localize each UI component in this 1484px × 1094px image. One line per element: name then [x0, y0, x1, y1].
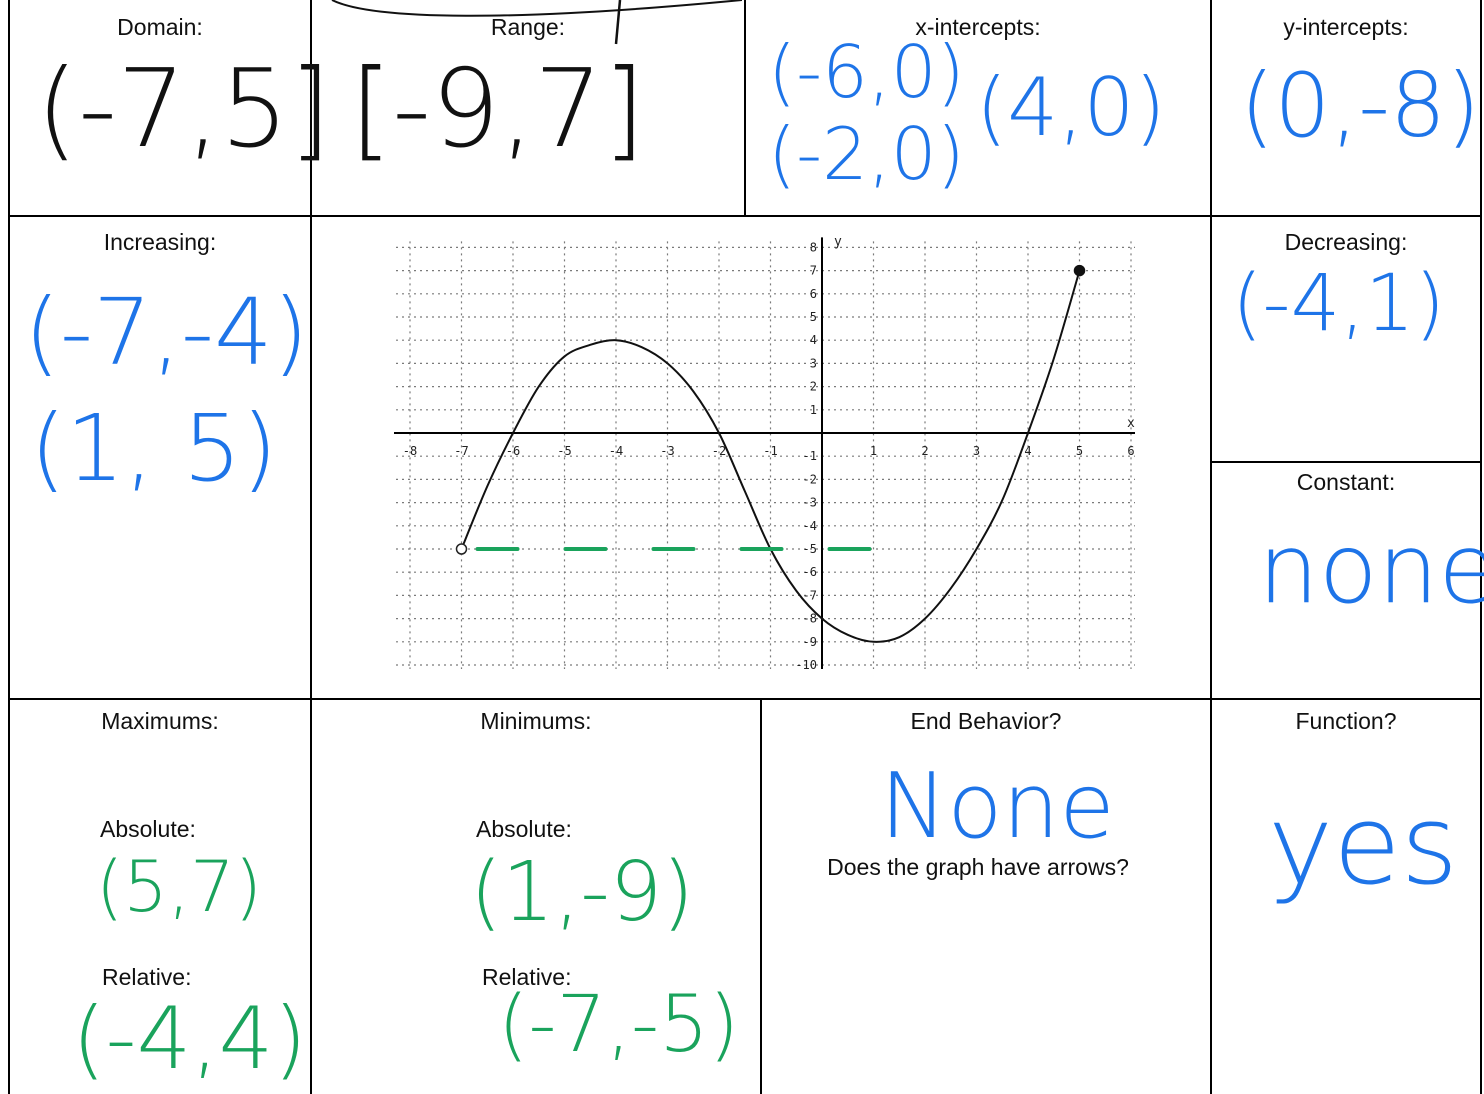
y-intercepts-cell: y-intercepts: (0,-8) [1212, 0, 1480, 215]
table-row-line-1 [8, 215, 1482, 217]
table-border-left [8, 0, 10, 1094]
maximums-cell: Maximums: Absolute: (5,7) Relative: (-4,… [10, 700, 310, 1094]
table-col-line-b [744, 0, 746, 216]
y-tick-label: -1 [803, 449, 817, 463]
domain-cell: Domain: (-7,5] [10, 0, 331, 215]
x-tick-label: 6 [1127, 444, 1134, 458]
y-axis-label: y [834, 234, 842, 249]
y-tick-label: -9 [803, 635, 817, 649]
x-intercepts-cell: x-intercepts: (-6,0) (-2,0) (4,0) [746, 0, 1210, 215]
table-col-line-d [1210, 0, 1212, 1094]
max-relative-label: Relative: [102, 964, 192, 990]
x-tick-label: -3 [660, 444, 674, 458]
table-line-constant [1210, 461, 1482, 463]
domain-answer: (-7,5] [36, 47, 331, 172]
increasing-label: Increasing: [103, 229, 217, 255]
y-tick-label: 4 [810, 333, 817, 347]
y-tick-label: -7 [803, 588, 817, 602]
function-graph: -8 -7 -6 -5 -4 -3 -2 -1 1 2 3 4 5 6 8 7 6 5 4 3 2 1 -1 -2 -3 -4 -5… [394, 234, 1135, 672]
maximums-label: Maximums: [101, 708, 219, 734]
decreasing-cell: Decreasing: (-4,1) [1212, 217, 1480, 461]
x-tick-label: 3 [973, 444, 980, 458]
minimums-label: Minimums: [480, 708, 592, 734]
table-row-line-2 [8, 698, 1482, 700]
end-behavior-cell: End Behavior? None Does the graph have a… [762, 700, 1210, 1094]
min-relative-answer: (-7,-5) [498, 980, 740, 1070]
x-intercept-2: (-2,0) [768, 112, 965, 196]
y-tick-label: -10 [795, 658, 817, 672]
x-tick-label: 1 [870, 444, 877, 458]
decreasing-label: Decreasing: [1284, 229, 1408, 255]
constant-label: Constant: [1296, 469, 1396, 495]
range-answer: [-9,7] [350, 47, 645, 172]
y-tick-label: 6 [810, 287, 817, 301]
domain-label: Domain: [117, 14, 203, 40]
y-tick-label: -2 [803, 472, 817, 486]
x-intercepts-label: x-intercepts: [915, 14, 1041, 40]
x-tick-label: 4 [1024, 444, 1031, 458]
x-tick-label: -6 [506, 444, 520, 458]
y-tick-label: -5 [803, 542, 817, 556]
y-tick-label: 3 [810, 356, 817, 370]
y-intercepts-label: y-intercepts: [1283, 14, 1409, 40]
y-tick-label: -3 [803, 496, 817, 510]
y-tick-label: 8 [810, 240, 817, 254]
decreasing-answer: (-4,1) [1232, 259, 1446, 349]
y-tick-label: -8 [803, 612, 817, 626]
x-tick-label: 2 [921, 444, 928, 458]
min-absolute-label: Absolute: [476, 816, 572, 842]
x-tick-label: -2 [712, 444, 726, 458]
y-tick-label: 5 [810, 310, 817, 324]
constant-cell: Constant: none [1212, 463, 1484, 698]
y-intercept-answer: (0,-8) [1240, 54, 1481, 157]
function-answer: yes [1268, 781, 1459, 909]
x-tick-label: -4 [609, 444, 623, 458]
table-col-line-a [310, 0, 312, 1094]
increasing-cell: Increasing: (-7,-4) (1, 5) [10, 217, 310, 698]
y-tick-label: 2 [810, 380, 817, 394]
range-cell: Range: [-9,7] [312, 0, 744, 215]
max-relative-answer: (-4,4) [72, 989, 307, 1089]
minimums-cell: Minimums: Absolute: (1,-9) Relative: (-7… [312, 700, 760, 1094]
function-cell: Function? yes [1212, 700, 1480, 1094]
increasing-answer-1: (-7,-4) [24, 279, 309, 386]
max-absolute-label: Absolute: [100, 816, 196, 842]
min-absolute-answer: (1,-9) [470, 845, 694, 940]
y-tick-label: -4 [803, 519, 817, 533]
y-tick-label: 1 [810, 403, 817, 417]
open-endpoint [455, 543, 468, 555]
range-label: Range: [490, 14, 566, 40]
function-curve [460, 270, 1081, 643]
end-behavior-label: End Behavior? [910, 708, 1062, 734]
y-tick-label: 7 [810, 264, 817, 278]
arrows-question: Does the graph have arrows? [827, 854, 1129, 880]
constant-answer: none [1258, 513, 1484, 625]
x-tick-label: -7 [454, 444, 468, 458]
x-tick-label: 5 [1076, 444, 1083, 458]
min-relative-label: Relative: [482, 964, 572, 990]
graph-cell: -8 -7 -6 -5 -4 -3 -2 -1 1 2 3 4 5 6 8 7 6 5 4 3 2 1 -1 -2 -3 -4 -5… [312, 217, 1210, 698]
increasing-answer-2: (1, 5) [30, 395, 278, 502]
x-tick-label: -1 [763, 444, 777, 458]
max-absolute-answer: (5,7) [96, 846, 262, 928]
end-behavior-answer: None [880, 754, 1115, 859]
x-intercept-1: (-6,0) [768, 30, 965, 114]
y-tick-label: -6 [803, 565, 817, 579]
function-label: Function? [1295, 708, 1397, 734]
x-axis-label: x [1127, 416, 1135, 431]
closed-endpoint [1073, 264, 1086, 277]
table-border-right [1480, 0, 1482, 1094]
x-tick-label: -5 [557, 444, 571, 458]
x-intercept-3: (4,0) [976, 61, 1166, 154]
table-col-line-c [760, 699, 762, 1094]
x-tick-label: -8 [403, 444, 417, 458]
pen-scribble [331, 0, 742, 45]
